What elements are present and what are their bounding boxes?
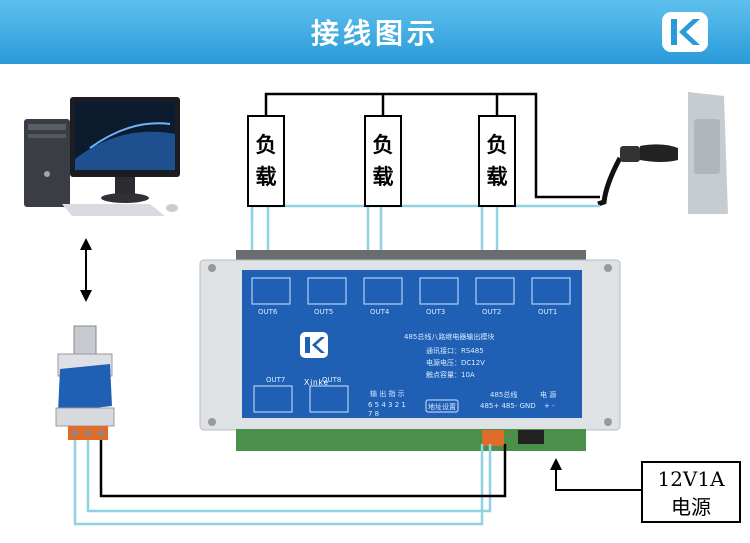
- out4-label: OUT4: [370, 308, 390, 316]
- load-label-line2: 载: [255, 164, 277, 189]
- spec-line-3: 触点容量：10A: [426, 371, 475, 379]
- bus-label: 485总线: [490, 391, 518, 399]
- power-pins: + -: [544, 402, 555, 410]
- power-supply-rating: 12V1A: [657, 467, 725, 491]
- out1-label: OUT1: [538, 308, 558, 316]
- xinke-k-logo-icon: [662, 12, 708, 52]
- indicator-numbers: 6 5 4 3 2 1: [368, 401, 406, 409]
- out6-label: OUT6: [258, 308, 278, 316]
- load-label-line1: 负: [372, 132, 394, 157]
- power-supply-label: 电源: [671, 495, 711, 519]
- power-arrow-icon: [550, 458, 641, 491]
- output-indicator-label: 输 出 指 示: [370, 390, 405, 398]
- wall-outlet-icon: [597, 92, 728, 214]
- wiring-diagram: 负 载 负 载 负 载 OUT6 OUT5 OUT4 OUT3 OUT2 OUT…: [0, 64, 750, 543]
- address-button-label: 地址设置: [428, 403, 456, 411]
- indicator-numbers-2: 7 8: [368, 410, 380, 418]
- bidirectional-arrow-icon: [80, 238, 92, 302]
- computer-icon: [24, 97, 180, 216]
- load-box-3: 负 载: [478, 115, 516, 207]
- out8-label: OUT8: [322, 376, 342, 384]
- spec-line-2: 电源电压：DC12V: [426, 359, 485, 367]
- bus-pins: 485+ 485- GND: [480, 402, 536, 410]
- out7-label: OUT7: [266, 376, 286, 384]
- out5-label: OUT5: [314, 308, 334, 316]
- diagram-drawing: [24, 92, 728, 526]
- out3-label: OUT3: [426, 308, 446, 316]
- load-label-line2: 载: [486, 164, 508, 189]
- load-label-line1: 负: [486, 132, 508, 157]
- power-supply-box: 12V1A 电源: [641, 461, 741, 523]
- product-name: 485总线八路继电器输出模块: [404, 333, 495, 341]
- out2-label: OUT2: [482, 308, 502, 316]
- usb-485-converter: [55, 325, 115, 440]
- logo-glyph: [671, 19, 700, 45]
- load-label-line1: 负: [255, 132, 277, 157]
- load-box-1: 负 载: [247, 115, 285, 207]
- module-brand: Xinke: [304, 378, 330, 387]
- spec-line-1: 通讯接口：RS485: [426, 347, 484, 355]
- header-banner: 接线图示: [0, 0, 750, 64]
- relay-module: [199, 250, 621, 451]
- power-label: 电 源: [540, 391, 557, 399]
- page-title: 接线图示: [310, 17, 439, 50]
- load-box-2: 负 载: [364, 115, 402, 207]
- load-label-line2: 载: [372, 164, 394, 189]
